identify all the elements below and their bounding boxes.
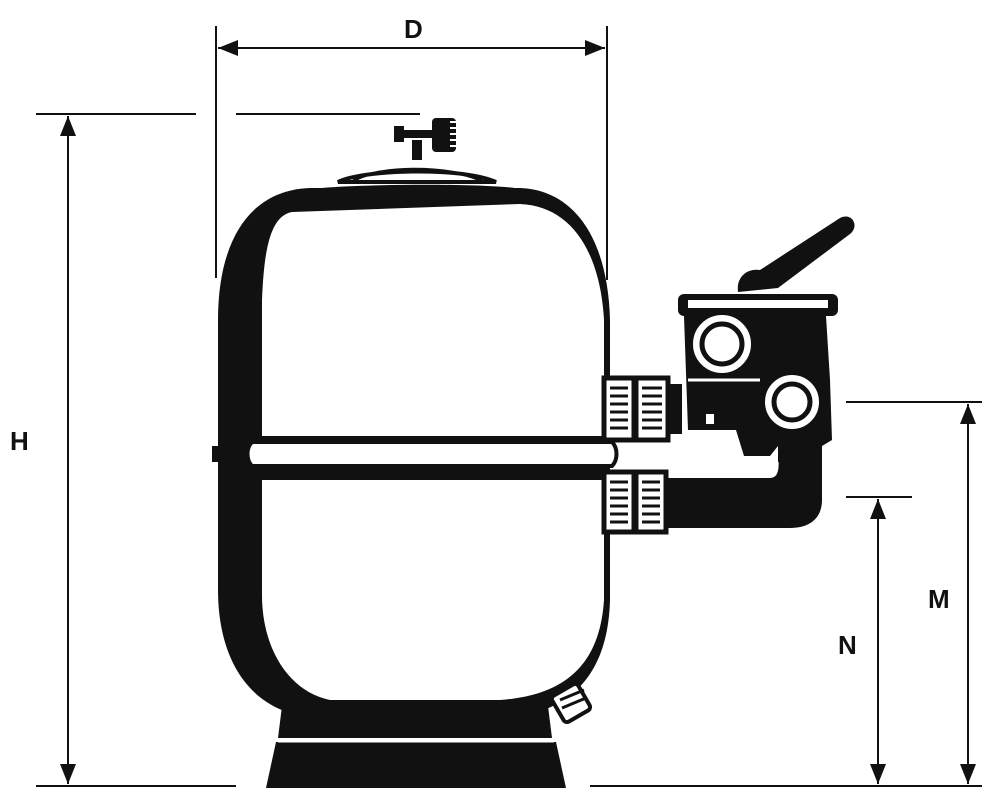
dimension-d [215, 26, 608, 280]
dimension-m [590, 401, 982, 787]
filter-lid [306, 167, 526, 200]
multiport-valve [678, 216, 855, 456]
dimension-n [846, 496, 912, 784]
dimension-h [36, 113, 420, 787]
bypass-pipe [664, 446, 822, 528]
label-outlet-height-m: M [928, 584, 950, 614]
label-diameter-d: D [404, 14, 423, 44]
lower-union-connector [601, 469, 669, 535]
label-inlet-height-n: N [838, 630, 857, 660]
drain-plug [549, 681, 593, 725]
upper-union-connector [601, 375, 682, 443]
pressure-gauge-icon [394, 118, 456, 160]
filter-tank [212, 188, 619, 725]
filter-base [266, 706, 566, 788]
label-height-h: H [10, 426, 29, 456]
